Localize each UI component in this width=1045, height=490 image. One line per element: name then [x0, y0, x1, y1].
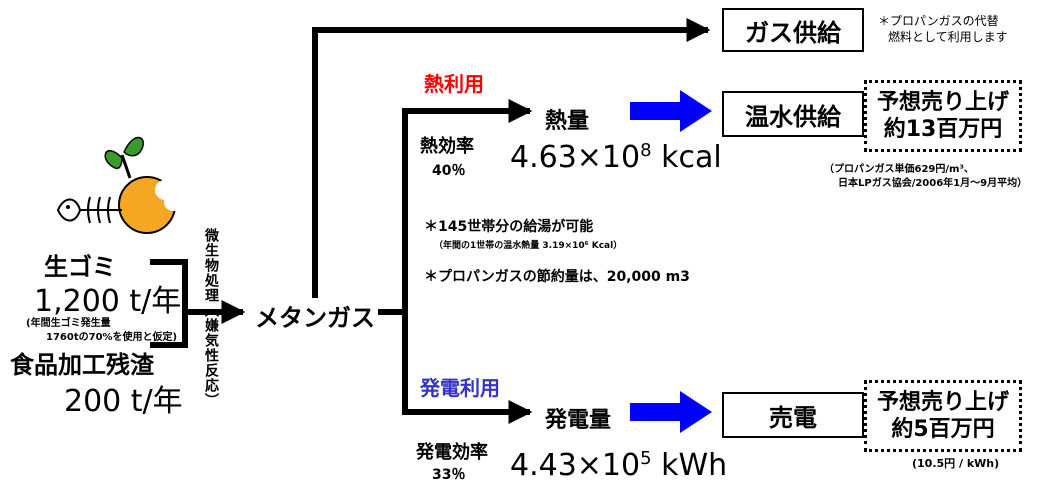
hot-water-note: ＊145世帯分の給湯が可能 [424, 219, 594, 235]
gas-supply-box: ガス供給 [722, 8, 864, 52]
input-bracket-line [150, 259, 188, 348]
heat-blue-arrow [630, 90, 712, 132]
power-output-unit: kWh [651, 448, 728, 483]
food-waste-note-2: 1760tの70%を使用と仮定) [46, 332, 178, 343]
heat-sales-box: 予想売り上げ 約13百万円 [864, 80, 1022, 152]
power-output-exp: 5 [640, 448, 652, 469]
power-sales-line-1: 予想売り上げ [876, 389, 1009, 415]
heat-title: 熱利用 [424, 72, 484, 96]
hot-water-supply-box: 温水供給 [722, 91, 864, 137]
power-sales-box: 予想売り上げ 約5百万円 [864, 380, 1022, 452]
power-efficiency-value: 33％ [432, 467, 466, 483]
process-label: 微生物処理（嫌気性反応） [203, 228, 219, 408]
fish-bone-apple-icon [56, 137, 182, 234]
power-output-value: 4.43×105 kWh [510, 448, 727, 483]
power-output-base: 4.43×10 [510, 448, 641, 483]
processing-residue-label: 食品加工残渣 [10, 351, 154, 379]
heat-output-base: 4.63×10 [510, 140, 641, 175]
propane-saving-note: ＊プロパンガスの節約量は、20,000 m3 [424, 269, 690, 285]
heat-efficiency-value: 40％ [432, 163, 466, 179]
methane-gas-label: メタンガス [255, 304, 375, 332]
heat-output-value: 4.63×108 kcal [510, 140, 722, 175]
heat-efficiency-label: 熱効率 [420, 136, 474, 157]
heat-sales-line-1: 予想売り上げ [876, 89, 1009, 115]
power-blue-arrow [630, 391, 712, 433]
heat-sales-note-2: 日本LPガス協会/2006年1月～9月平均） [838, 178, 1028, 189]
heat-sales-line-2: 約13百万円 [883, 117, 1003, 142]
gas-supply-note-2: 燃料として利用します [888, 30, 1008, 44]
heat-output-unit: kcal [651, 140, 722, 175]
food-waste-amount: 1,200 t/年 [34, 284, 182, 319]
power-output-label: 発電量 [545, 408, 612, 433]
power-sale-box: 売電 [722, 392, 864, 438]
processing-residue-amount: 200 t/年 [64, 384, 183, 419]
power-title: 発電利用 [420, 376, 500, 400]
hot-water-subnote: （年間の1世帯の温水熱量 3.19×10⁶ Kcal） [434, 241, 623, 251]
power-sales-note: (10.5円 / kWh) [912, 457, 1000, 470]
heat-sales-note-1: （プロパンガス単価629円/m³、 [824, 164, 974, 175]
power-efficiency-label: 発電効率 [416, 442, 488, 463]
heat-output-label: 熱量 [545, 109, 590, 134]
gas-supply-line [312, 18, 711, 298]
food-waste-note-1: (年間生ゴミ発生量 [26, 318, 111, 329]
power-sales-line-2: 約5百万円 [891, 417, 995, 442]
gas-supply-note-1: ＊プロパンガスの代替 [878, 14, 999, 28]
heat-output-exp: 8 [640, 140, 652, 161]
food-waste-label: 生ゴミ [44, 253, 116, 281]
